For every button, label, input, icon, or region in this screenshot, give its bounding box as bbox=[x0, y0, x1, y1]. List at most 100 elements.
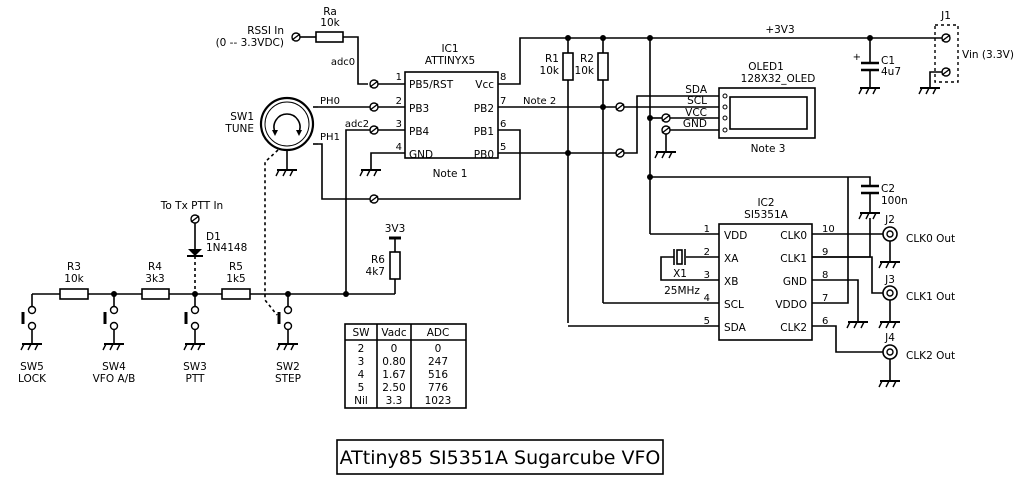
pushbutton-icon bbox=[103, 305, 119, 331]
ic2-pin-name: VDD bbox=[724, 230, 747, 242]
vcc-terminal-icon bbox=[661, 113, 671, 123]
connector-j4: J4 CLK2 Out bbox=[878, 332, 955, 388]
j2-ref: J2 bbox=[884, 214, 895, 226]
r4-value: 3k3 bbox=[145, 273, 164, 285]
ic1-pin-name: PB0 bbox=[474, 149, 494, 161]
ground-icon bbox=[878, 321, 901, 329]
ground-icon bbox=[20, 343, 43, 351]
ic1-pin-num: 6 bbox=[500, 119, 506, 130]
ic2-pin-name: VDDO bbox=[775, 299, 807, 311]
pushbutton-icon bbox=[277, 305, 293, 331]
x1-ref: X1 bbox=[673, 268, 687, 280]
adc-table-cell: 2.50 bbox=[382, 382, 405, 394]
ic1-pin-name: Vcc bbox=[475, 79, 494, 91]
resistor-r5: R5 1k5 bbox=[221, 261, 251, 300]
pushbutton-icon bbox=[21, 305, 37, 331]
ic2-pin-name: SDA bbox=[724, 322, 747, 334]
oled-display: OLED1 128X32_OLED Note 3 SDA SCL VCC GND bbox=[683, 61, 816, 155]
ground-icon bbox=[275, 169, 298, 177]
ic1-ref: IC1 bbox=[441, 43, 458, 55]
ic2-pin-name: CLK2 bbox=[780, 322, 807, 334]
j3-label: CLK1 Out bbox=[906, 291, 955, 303]
adc-table-cell: 0.80 bbox=[382, 356, 405, 368]
switch-sw2: SW2 STEP bbox=[275, 294, 301, 385]
adc2-label: adc2 bbox=[345, 119, 369, 130]
rotate-arrow-icon bbox=[273, 113, 301, 133]
oled-pin-label: SCL bbox=[687, 95, 707, 107]
ic1-pin-name: GND bbox=[409, 149, 433, 161]
adc-table-cell: 1.67 bbox=[382, 369, 405, 381]
resistor-r2: R2 10k bbox=[575, 38, 609, 303]
resistor-r6: 3V3 R6 4k7 bbox=[366, 223, 405, 294]
ic2-pin-name: XB bbox=[724, 276, 738, 288]
adc-table-cell: 4 bbox=[358, 369, 365, 381]
capacitor-c1: + C1 4u7 bbox=[853, 38, 901, 95]
adc-table-cell: 776 bbox=[428, 382, 448, 394]
adc-table-header: ADC bbox=[427, 327, 450, 339]
c1-ref: C1 bbox=[881, 55, 895, 67]
adc-table-cell: 5 bbox=[358, 382, 365, 394]
ic1-pin-num: 4 bbox=[396, 142, 402, 153]
adc0-terminal-icon bbox=[369, 79, 379, 89]
ground-icon bbox=[102, 343, 125, 351]
ic1-pin-num: 7 bbox=[500, 96, 506, 107]
ic1-note: Note 1 bbox=[433, 168, 468, 180]
coax-jack-icon bbox=[882, 344, 898, 360]
diagram-title: ATtiny85 SI5351A Sugarcube VFO bbox=[340, 447, 661, 469]
connector-j2: J2 CLK0 Out bbox=[878, 214, 955, 269]
ph1-terminal-icon bbox=[369, 194, 379, 204]
c1-value: 4u7 bbox=[881, 66, 901, 78]
adc-table-cell: Nil bbox=[354, 395, 368, 407]
oled-pin-label: SDA bbox=[685, 84, 708, 96]
ground-icon bbox=[846, 321, 869, 329]
ic2-pin-num: 5 bbox=[704, 316, 710, 327]
ground-icon bbox=[359, 169, 382, 177]
ground-icon bbox=[183, 343, 206, 351]
ic2-pin-name: CLK1 bbox=[780, 253, 807, 265]
ic1-pin-name: PB5/RST bbox=[409, 79, 454, 91]
adc-table-cell: 3.3 bbox=[386, 395, 403, 407]
adc-table-cell: 0 bbox=[435, 343, 442, 355]
ptt-in-label: To Tx PTT In bbox=[160, 200, 223, 212]
r6-ref: R6 bbox=[371, 254, 385, 266]
oled-pin-label: VCC bbox=[685, 107, 707, 119]
ic2-pin-num: 8 bbox=[822, 270, 828, 281]
ic1-pin-num: 2 bbox=[396, 96, 402, 107]
capacitor-c2: C2 100n bbox=[858, 183, 908, 220]
adc2-terminal-icon bbox=[369, 125, 379, 135]
ic2-pin-name: SCL bbox=[724, 299, 744, 311]
coax-jack-icon bbox=[882, 226, 898, 242]
d1-ref: D1 bbox=[206, 231, 221, 243]
adc-table-header: SW bbox=[352, 327, 370, 339]
connector-j1: J1 Vin (3.3V) bbox=[918, 10, 1014, 95]
oled-pin-label: GND bbox=[683, 118, 707, 130]
resistor-r1: R1 10k bbox=[540, 38, 574, 323]
adc-table-cell: 3 bbox=[358, 356, 365, 368]
svg-text:+: + bbox=[853, 52, 861, 63]
r5-ref: R5 bbox=[229, 261, 243, 273]
switch-sw3: SW3 PTT bbox=[183, 294, 207, 385]
c2-value: 100n bbox=[881, 195, 908, 207]
adc-table-cell: 0 bbox=[391, 343, 398, 355]
sw3-ref: SW3 bbox=[183, 361, 207, 373]
ic2-pin-name: CLK0 bbox=[780, 230, 807, 242]
rssi-label: RSSI In bbox=[247, 25, 284, 37]
ic2-pin-num: 1 bbox=[704, 224, 710, 235]
sw1-tune-encoder: SW1 TUNE bbox=[224, 96, 318, 177]
ic1-attiny85: IC1 ATTINYX5 Note 1 1 PB5/RST 2 PB3 3 PB… bbox=[396, 43, 507, 180]
rssi-range-label: (0 -- 3.3VDC) bbox=[216, 37, 284, 49]
ground-icon bbox=[878, 380, 901, 388]
ic1-pin-num: 8 bbox=[500, 72, 506, 83]
sw5-ref: SW5 bbox=[20, 361, 44, 373]
r1-value: 10k bbox=[540, 65, 560, 77]
resistor-ra: Ra 10k bbox=[300, 6, 368, 85]
note2-label: Note 2 bbox=[523, 96, 556, 107]
j4-ref: J4 bbox=[884, 332, 895, 344]
sw4-ref: SW4 bbox=[102, 361, 126, 373]
ic2-pin-num: 9 bbox=[822, 247, 828, 258]
ground-icon bbox=[918, 87, 941, 95]
j2-label: CLK0 Out bbox=[906, 233, 955, 245]
ic1-pin-num: 3 bbox=[396, 119, 402, 130]
adc-table-header: Vadc bbox=[381, 327, 406, 339]
adc0-label: adc0 bbox=[331, 57, 355, 68]
